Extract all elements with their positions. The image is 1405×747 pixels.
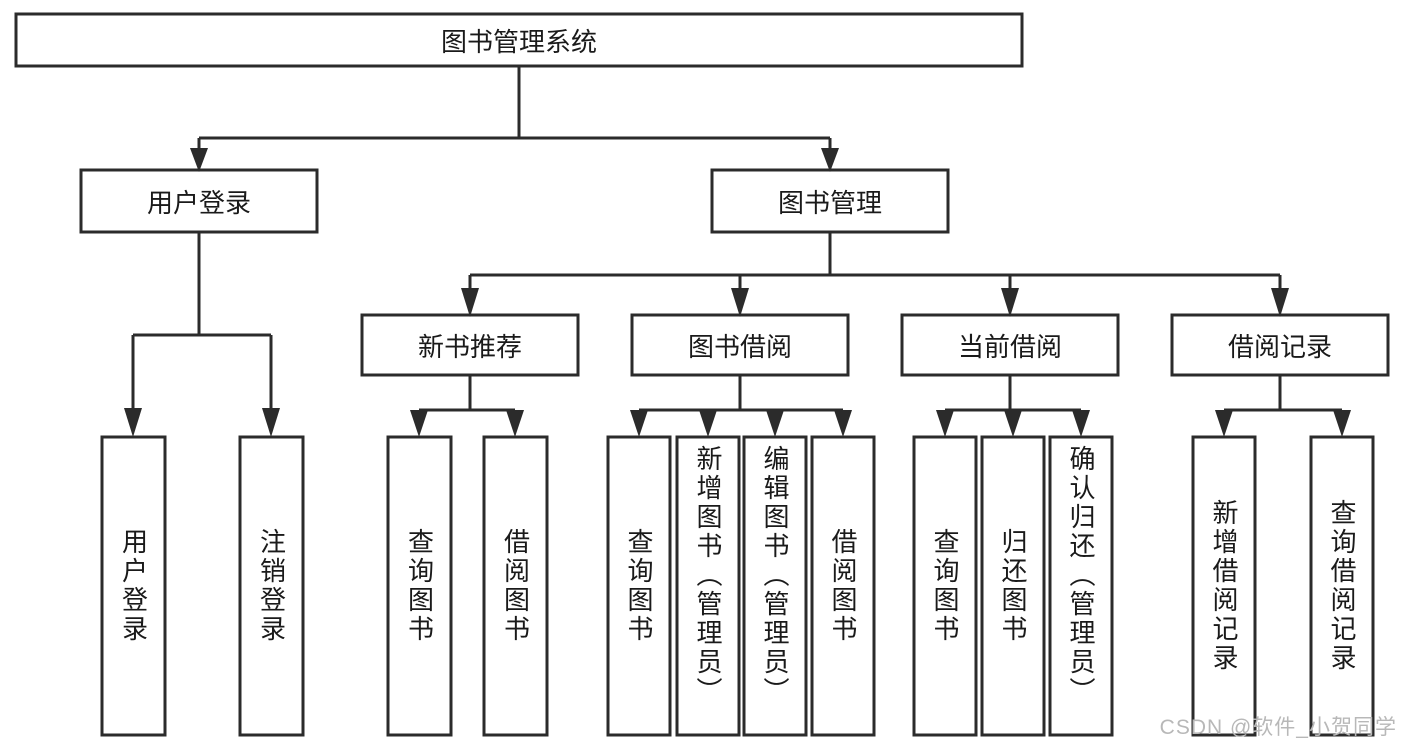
node-box-borrow-record[interactable]: [1170, 313, 1390, 377]
node-box-leaf-new-book-0[interactable]: [386, 435, 453, 737]
node-box-leaf-record-1[interactable]: [1309, 435, 1375, 737]
node-box-leaf-user-login-1[interactable]: [238, 435, 305, 737]
node-box-leaf-new-book-1[interactable]: [482, 435, 549, 737]
node-box-leaf-current-0[interactable]: [912, 435, 978, 737]
arrow-head-new-book-recommend: [461, 288, 479, 317]
arrow-head-leaf-borrow-0: [630, 410, 648, 437]
node-box-leaf-record-0[interactable]: [1191, 435, 1257, 737]
node-box-leaf-current-1[interactable]: [980, 435, 1046, 737]
arrow-head-leaf-new-book-1: [506, 410, 524, 437]
arrow-head-leaf-current-1: [1004, 410, 1022, 437]
arrow-head-book-borrow: [731, 288, 749, 317]
node-box-leaf-borrow-1[interactable]: [675, 435, 741, 737]
node-box-book-borrow[interactable]: [630, 313, 850, 377]
node-box-leaf-borrow-3[interactable]: [810, 435, 876, 737]
arrow-head-book-management: [821, 148, 839, 172]
arrow-head-borrow-record: [1271, 288, 1289, 317]
node-box-new-book-recommend[interactable]: [360, 313, 580, 377]
node-box-leaf-borrow-2[interactable]: [742, 435, 808, 737]
arrow-head-leaf-borrow-3: [834, 410, 852, 437]
arrow-head-user-login: [190, 148, 208, 172]
arrow-head-leaf-borrow-2: [766, 410, 784, 437]
node-box-leaf-user-login-0[interactable]: [100, 435, 167, 737]
node-box-leaf-current-2[interactable]: [1048, 435, 1114, 737]
arrow-head-leaf-new-book-0: [410, 410, 428, 437]
arrow-head-leaf-user-login-1: [262, 408, 280, 437]
node-box-leaf-borrow-0[interactable]: [606, 435, 672, 737]
node-box-root[interactable]: [14, 12, 1024, 68]
node-box-current-borrow[interactable]: [900, 313, 1120, 377]
arrow-head-leaf-record-1: [1333, 410, 1351, 437]
arrow-head-leaf-current-2: [1072, 410, 1090, 437]
arrow-head-leaf-borrow-1: [699, 410, 717, 437]
arrow-head-leaf-record-0: [1215, 410, 1233, 437]
arrow-head-current-borrow: [1001, 288, 1019, 317]
node-box-book-management[interactable]: [710, 168, 950, 234]
arrow-head-leaf-user-login-0: [124, 408, 142, 437]
node-box-user-login[interactable]: [79, 168, 319, 234]
arrow-head-leaf-current-0: [936, 410, 954, 437]
